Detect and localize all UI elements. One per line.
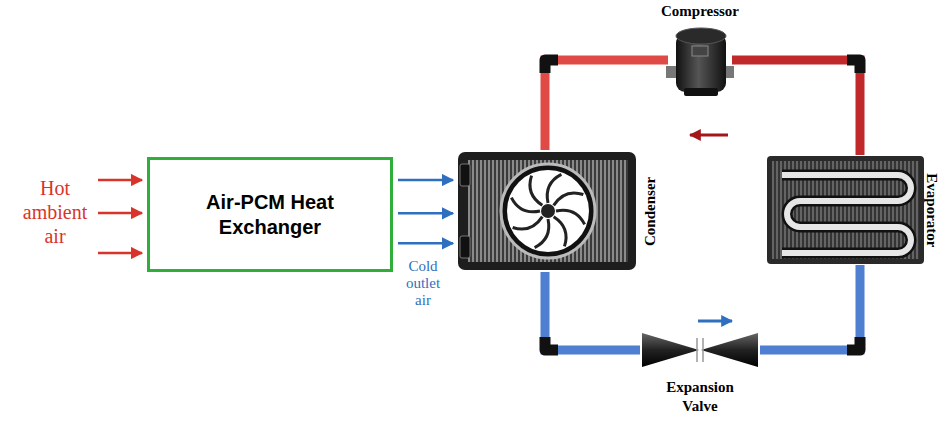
- compressor-base: [684, 88, 718, 96]
- fan-blade: [554, 217, 566, 247]
- pipe-elbow: [847, 60, 860, 73]
- hot-air-arrow: [98, 252, 142, 255]
- flow-arrow: [698, 320, 732, 323]
- pipe-segment: [760, 265, 860, 350]
- node-label: Expansion Valve: [653, 378, 748, 416]
- fan-disc: [507, 170, 589, 252]
- pipe-elbow: [545, 337, 558, 350]
- airflow-arrow: [398, 242, 453, 245]
- node-label: Evaporator: [923, 173, 942, 247]
- valve-seat: [696, 338, 698, 362]
- airflow-arrow: [398, 212, 453, 215]
- condenser-housing: [458, 152, 636, 270]
- node-label: Condenser: [642, 176, 661, 245]
- pipe-segment: [545, 60, 668, 150]
- refrigerant-pipe: [545, 60, 668, 150]
- air-label: Cold outlet air: [398, 258, 448, 309]
- fan-blade: [530, 176, 542, 206]
- evaporator: Evaporator: [765, 155, 925, 265]
- pipe-segment: [732, 60, 860, 155]
- evaporator-fins: [772, 161, 919, 259]
- fan-blade: [513, 217, 543, 229]
- refrigerant-pipe: [545, 272, 640, 350]
- refrigerant-pipe: [760, 265, 860, 350]
- compressor-dome: [676, 28, 726, 44]
- flow-arrow: [690, 134, 728, 137]
- node-label: Air-PCM Heat Exchanger: [185, 190, 355, 240]
- evaporator-unit: [767, 156, 924, 264]
- hot-air-arrow: [98, 212, 142, 215]
- hot-air-arrow: [98, 179, 142, 182]
- airflow-arrow: [398, 179, 453, 182]
- valve-cone: [701, 333, 758, 367]
- condenser-unit: [458, 152, 636, 270]
- evaporator-coil: [782, 175, 911, 253]
- compressor-terminal: [692, 46, 708, 56]
- fan-shroud: [501, 164, 595, 258]
- valve-seat: [702, 338, 704, 362]
- pipe-elbow: [847, 337, 860, 350]
- heat-exchanger-box: Air-PCM Heat Exchanger: [147, 157, 393, 272]
- hot-air-arrows: [98, 180, 142, 253]
- condenser-bracket: [460, 236, 470, 258]
- evaporator-housing: [767, 156, 924, 264]
- air-label: Hot ambient air: [14, 176, 96, 248]
- pipe-elbow: [545, 60, 558, 73]
- fan-blade: [554, 193, 584, 205]
- condenser-fins: [468, 160, 628, 262]
- evaporator-coil: [782, 175, 911, 253]
- pipe-segment: [545, 272, 640, 350]
- refrigerant-pipe: [732, 60, 860, 155]
- valve-cone: [642, 333, 699, 367]
- fan-hub: [541, 204, 555, 218]
- expansion-valve: Expansion Valve: [640, 330, 760, 370]
- compressor: Compressor: [668, 24, 732, 96]
- condenser: Condenser: [455, 150, 640, 272]
- fan-blades: [511, 174, 584, 247]
- condenser-bracket: [460, 164, 470, 186]
- compressor-unit: [666, 28, 734, 96]
- airflow-arrows: [398, 180, 453, 243]
- expansion-valve-symbol: [642, 333, 758, 367]
- node-label: Compressor: [661, 2, 739, 21]
